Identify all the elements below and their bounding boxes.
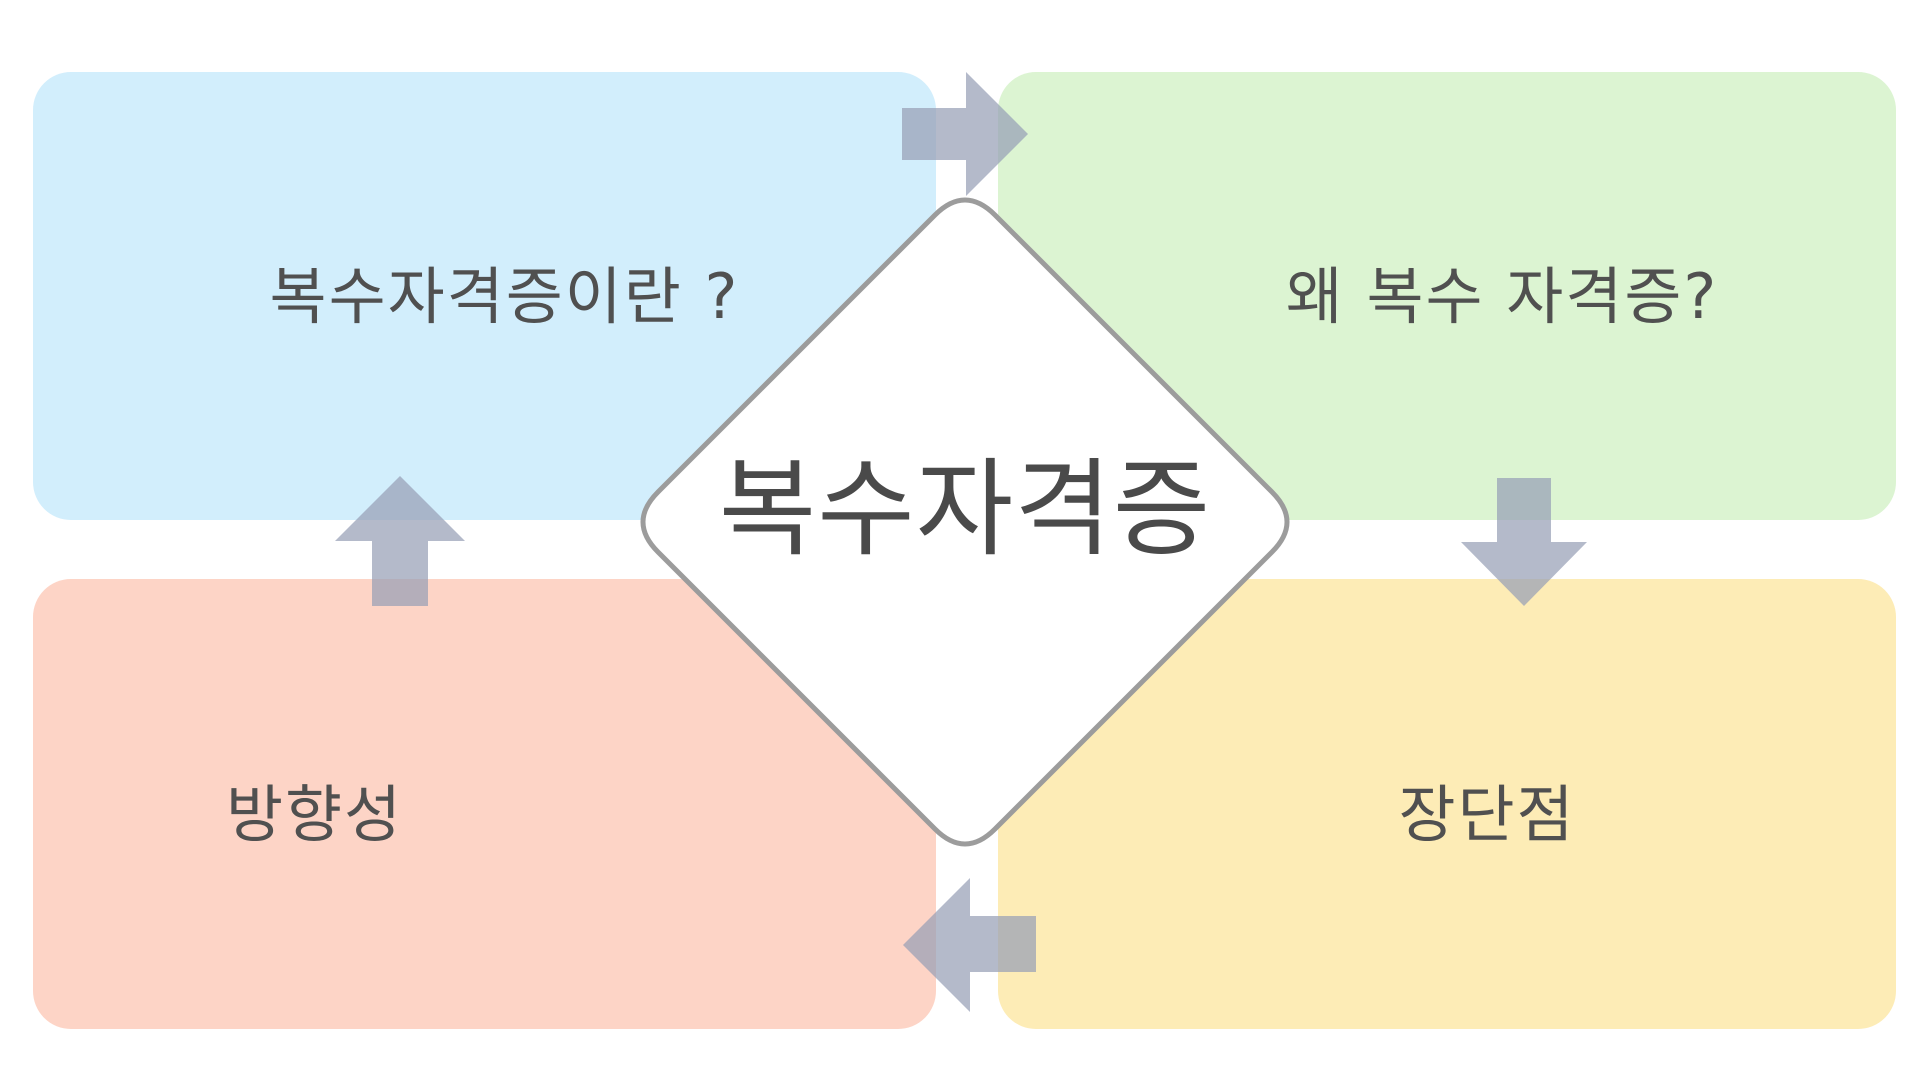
- box-what-is-label: 복수자격증이란 ?: [269, 260, 740, 333]
- box-direction: 방향성: [33, 579, 936, 1029]
- box-why-label: 왜 복수 자격증?: [1285, 260, 1719, 333]
- box-pros-cons: 장단점: [998, 579, 1896, 1029]
- box-pros-cons-label: 장단점: [1398, 778, 1576, 851]
- box-direction-label: 방향성: [225, 778, 404, 851]
- center-title: 복수자격증: [718, 448, 1212, 571]
